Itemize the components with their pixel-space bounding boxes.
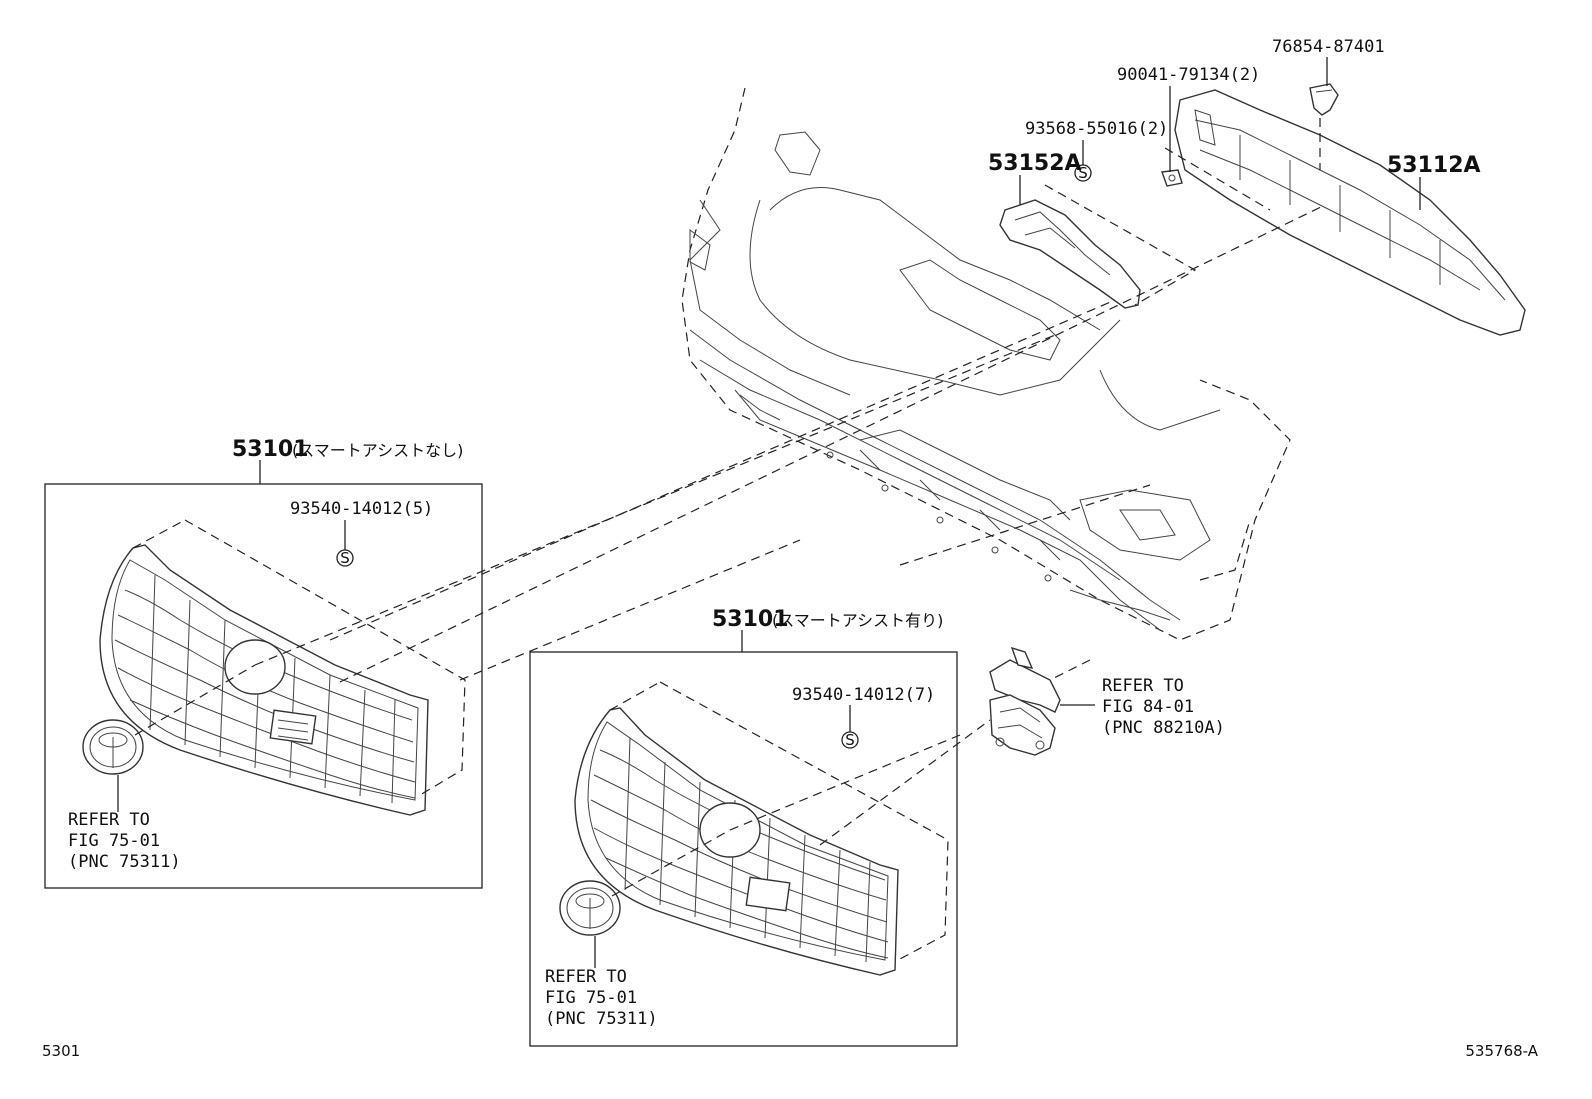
emblem-1-leader [134,664,256,736]
nut-90041-drawing [1161,169,1183,187]
svg-text:FIG 75-01: FIG 75-01 [68,831,160,851]
label-grille-2-note: (スマートアシスト有り) [772,611,943,630]
emblem-2-drawing [559,880,621,936]
svg-text:S: S [340,549,350,567]
leader-lines [117,57,1421,968]
emblem-1-reference: REFER TO FIG 75-01 (PNC 75311) [68,810,181,872]
grille-2-outline-dash [659,681,949,961]
label-53152A: 53152A [988,151,1082,176]
bracket-53152A-drawing [999,184,1197,309]
footer-illustration-id: 535768-A [1465,1042,1538,1060]
svg-text:S: S [845,731,855,749]
label-53112A: 53112A [1387,153,1481,178]
svg-text:(PNC 88210A): (PNC 88210A) [1102,718,1225,738]
screw-symbol-2: S [336,549,354,567]
grille-2-frame [529,651,958,1047]
grille-1-outline-dash [184,519,466,796]
label-grille-1-part: 53101 [232,437,309,462]
grille-1-drawing [99,544,429,816]
label-grille-2-screw: 93540-14012(7) [792,685,935,705]
emblem-2-leader [611,829,731,897]
emblem-2-reference: REFER TO FIG 75-01 (PNC 75311) [545,967,658,1029]
svg-text:(PNC 75311): (PNC 75311) [68,852,181,872]
sensor-reference: REFER TO FIG 84-01 (PNC 88210A) [1102,676,1225,738]
label-90041-79134: 90041-79134(2) [1117,65,1260,85]
emblem-1-drawing [82,719,144,775]
label-76854-87401: 76854-87401 [1272,37,1385,57]
svg-text:FIG 75-01: FIG 75-01 [545,988,637,1008]
svg-text:REFER TO: REFER TO [68,810,150,830]
svg-text:FIG 84-01: FIG 84-01 [1102,697,1194,717]
label-grille-2-part: 53101 [712,607,789,632]
sensor-bracket-drawing [989,646,1061,756]
absorber-53112A-drawing [1164,89,1526,336]
screw-icon [841,731,859,749]
label-grille-1-screw: 93540-14012(5) [290,499,433,519]
screw-symbol-3: S [841,731,859,749]
assembly-lines [254,204,1326,846]
footer-figure-number: 5301 [42,1042,80,1060]
label-grille-1-note: (スマートアシストなし) [292,441,463,460]
clip-76854-drawing [1309,83,1339,170]
label-93568-55016: 93568-55016(2) [1025,119,1168,139]
screw-symbol-1: S [1074,164,1092,182]
svg-text:REFER TO: REFER TO [545,967,627,987]
screw-icon [1074,164,1092,182]
svg-text:(PNC 75311): (PNC 75311) [545,1009,658,1029]
grille-1-frame [44,483,483,889]
front-bumper-drawing [681,87,1291,641]
screw-icon [336,549,354,567]
svg-text:S: S [1078,164,1088,182]
svg-text:REFER TO: REFER TO [1102,676,1184,696]
